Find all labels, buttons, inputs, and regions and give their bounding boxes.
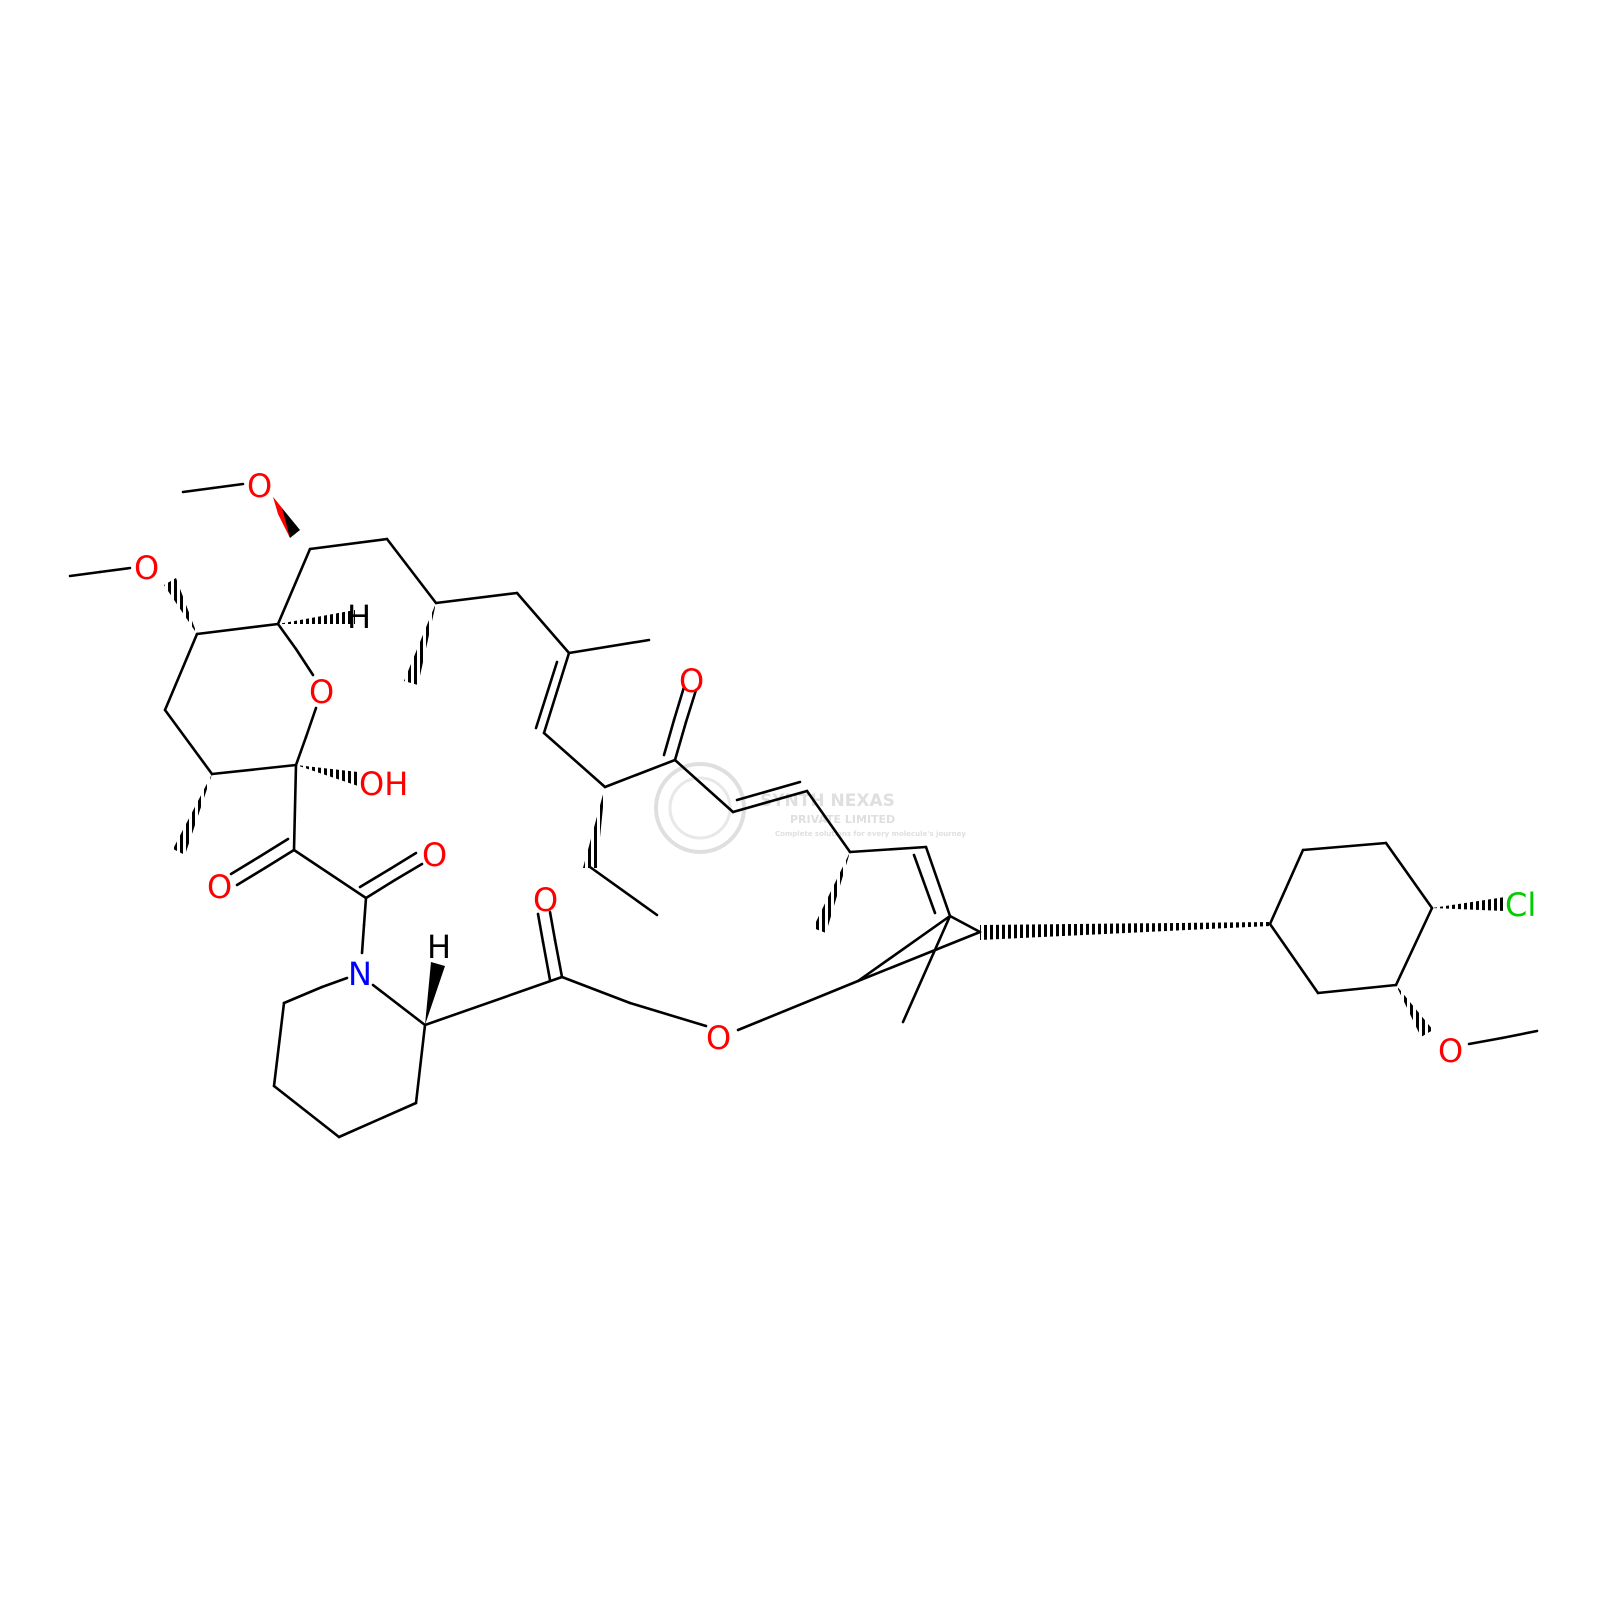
atom-o-keto-left: O	[207, 868, 232, 906]
atom-o-ester: O	[706, 1019, 731, 1057]
atom-oh: OH	[359, 765, 408, 803]
stereo-bonds	[164, 578, 1505, 1037]
atom-o-ketone-mid: O	[679, 662, 704, 700]
hashed-bond	[813, 852, 850, 933]
atom-o-ester-carbonyl: O	[533, 881, 558, 919]
bonds	[68, 482, 1539, 1139]
atom-o-methoxy-left: O	[134, 549, 159, 587]
atom-n-piperidine: N	[348, 955, 372, 993]
atom-cl: Cl	[1505, 886, 1536, 924]
watermark-line2: PRIVATE LIMITED	[790, 813, 895, 826]
hashed-bond	[164, 578, 197, 634]
wedge-bond	[425, 962, 445, 1025]
hashed-bond	[173, 774, 212, 855]
watermark-line1: SYNTH NEXAS	[760, 791, 895, 811]
hashed-bond	[296, 765, 358, 786]
atom-h-piperidine: H	[427, 928, 451, 966]
atom-labels: O O H O OH O O N H O O O Cl O	[134, 467, 1536, 1070]
atom-o-amide: O	[422, 836, 447, 874]
hashed-bond	[980, 922, 1270, 940]
hashed-bond	[278, 610, 355, 624]
atom-o-methoxy-top: O	[247, 467, 272, 505]
watermark: SYNTH NEXAS PRIVATE LIMITED Complete sol…	[654, 762, 966, 854]
atom-o-methoxy-right: O	[1438, 1032, 1463, 1070]
hashed-bond	[1432, 897, 1505, 911]
watermark-logo-inner-icon	[668, 776, 732, 840]
watermark-line3: Complete solutions for every molecule's …	[775, 830, 966, 838]
atom-h-ring: H	[347, 598, 371, 636]
hashed-bond	[583, 787, 605, 868]
hashed-bond	[1396, 985, 1433, 1037]
atom-o-ring: O	[309, 673, 334, 711]
hashed-bond	[404, 603, 436, 685]
